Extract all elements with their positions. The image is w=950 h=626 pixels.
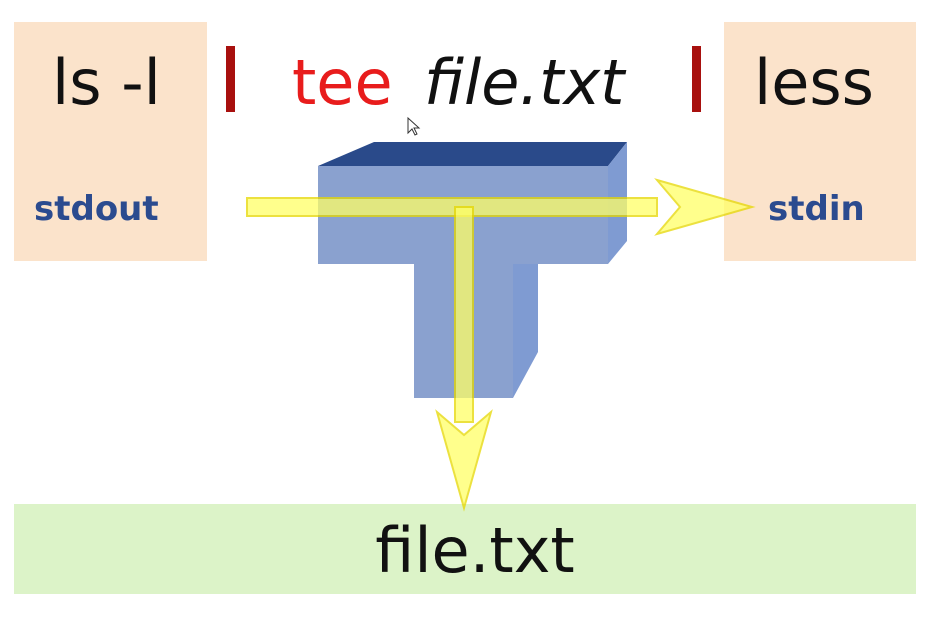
arrow-icon [246,178,756,236]
source-command-box [14,22,207,261]
data-flow-arrows [246,178,756,512]
stdin-label: stdin [768,189,865,229]
destination-command: less [754,46,874,119]
output-file-label: file.txt [375,514,575,587]
tee-command: tee [292,46,393,119]
tee-argument: file.txt [424,46,625,119]
source-command: ls -l [52,46,161,119]
pipe-symbol-right [692,46,701,112]
destination-command-box [724,22,916,261]
output-file-box [14,504,916,594]
pipe-symbol-left [226,46,235,112]
stdout-label: stdout [34,189,159,229]
arrow-icon [435,206,493,512]
mouse-cursor-icon [407,116,421,136]
